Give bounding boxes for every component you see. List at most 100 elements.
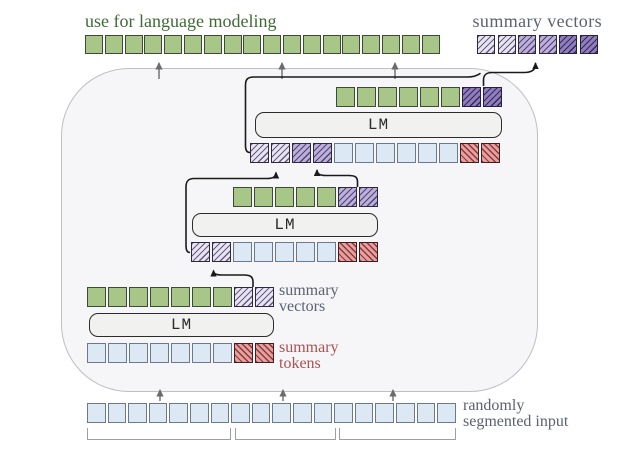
randomly-segmented-input-label: randomly segmented input — [463, 398, 568, 429]
token-square-blue — [292, 403, 312, 423]
token-square-blue — [354, 403, 374, 423]
lm-block-3: LM — [255, 112, 502, 138]
token-square-green — [296, 187, 315, 207]
token-square-blue — [334, 403, 353, 423]
token-square-green — [124, 35, 143, 54]
summary-vectors-side-label: summary vectors — [279, 283, 339, 314]
token-square-purple-light — [191, 242, 210, 262]
token-square-blue — [231, 403, 250, 423]
token-square-green — [336, 87, 355, 107]
token-square-blue — [313, 403, 333, 423]
token-square-blue — [128, 403, 147, 423]
token-square-blue — [418, 143, 437, 163]
token-square-green — [108, 287, 127, 307]
token-square-purple-mid — [338, 187, 357, 207]
token-square-purple-mid — [538, 35, 557, 54]
token-square-green — [203, 35, 222, 54]
token-row-lm1-output — [87, 287, 274, 307]
token-square-green — [164, 35, 183, 54]
token-square-green — [183, 35, 202, 54]
token-square-purple-mid — [518, 35, 537, 54]
token-square-blue — [296, 242, 315, 262]
token-square-blue — [213, 343, 232, 363]
token-square-blue — [251, 403, 271, 423]
token-square-blue — [272, 403, 291, 423]
token-square-blue — [169, 403, 188, 423]
token-square-purple-mid — [359, 187, 378, 207]
token-square-green — [441, 87, 460, 107]
token-row-segmented-input — [87, 403, 456, 423]
token-row-lm2-output — [233, 187, 378, 207]
segment-bracket-3 — [339, 428, 456, 440]
token-square-purple-light — [250, 143, 269, 163]
token-square-blue — [416, 403, 436, 423]
token-square-blue — [254, 242, 273, 262]
token-square-blue — [233, 242, 252, 262]
token-square-blue — [192, 343, 211, 363]
token-row-lm2-input — [191, 242, 378, 262]
token-square-blue — [148, 403, 168, 423]
token-row-summary-vectors-accumulated — [477, 35, 598, 54]
token-square-red — [255, 343, 274, 363]
token-square-green — [282, 35, 301, 54]
token-square-blue — [334, 143, 353, 163]
summary-vectors-side-line2: vectors — [279, 297, 326, 315]
token-square-green — [420, 87, 439, 107]
token-square-purple-light — [271, 143, 290, 163]
token-square-green — [129, 287, 148, 307]
token-square-green — [401, 35, 420, 54]
token-row-lm1-input — [87, 343, 274, 363]
token-square-green — [275, 187, 294, 207]
lm-block-1: LM — [89, 313, 274, 337]
summary-tokens-side-line1: summary — [279, 339, 339, 356]
token-square-green — [322, 35, 341, 54]
token-square-green — [317, 187, 336, 207]
token-square-green — [243, 35, 262, 54]
input-label-line2: segmented input — [463, 412, 569, 430]
summary-vectors-side-line1: summary — [279, 282, 339, 299]
token-square-green — [171, 287, 190, 307]
token-square-green — [223, 35, 242, 54]
token-square-green — [87, 287, 106, 307]
token-square-blue — [397, 143, 416, 163]
token-square-purple-mid — [292, 143, 311, 163]
token-square-green — [192, 287, 211, 307]
token-square-purple-dark — [462, 87, 481, 107]
token-square-blue — [87, 343, 106, 363]
token-square-purple-dark — [579, 35, 598, 54]
token-square-green — [144, 35, 163, 54]
token-square-red — [460, 143, 479, 163]
token-square-blue — [275, 242, 294, 262]
token-square-blue — [375, 403, 394, 423]
token-square-green — [233, 187, 252, 207]
token-square-blue — [355, 143, 374, 163]
token-square-purple-light — [212, 242, 231, 262]
token-square-purple-dark — [559, 35, 578, 54]
token-square-purple-light — [497, 35, 516, 54]
lm-block-2: LM — [192, 213, 378, 237]
token-row-lm3-output — [336, 87, 502, 107]
use-for-language-modeling-label: use for language modeling — [85, 11, 277, 31]
token-square-purple-light — [477, 35, 495, 54]
segment-bracket-1 — [87, 428, 231, 440]
token-square-green — [362, 35, 381, 54]
segment-bracket-2 — [235, 428, 336, 440]
token-square-purple-dark — [483, 87, 502, 107]
token-square-blue — [129, 343, 148, 363]
token-square-blue — [395, 403, 415, 423]
token-square-green — [263, 35, 282, 54]
token-square-green — [85, 35, 103, 54]
token-square-blue — [439, 143, 458, 163]
token-square-blue — [107, 403, 127, 423]
token-square-purple-light — [234, 287, 253, 307]
token-row-lm-outputs — [85, 35, 440, 54]
token-square-red — [481, 143, 500, 163]
token-square-blue — [189, 403, 209, 423]
token-square-blue — [376, 143, 395, 163]
token-square-purple-light — [255, 287, 274, 307]
token-square-green — [342, 35, 361, 54]
token-square-blue — [150, 343, 169, 363]
token-square-green — [399, 87, 418, 107]
token-square-green — [213, 287, 232, 307]
